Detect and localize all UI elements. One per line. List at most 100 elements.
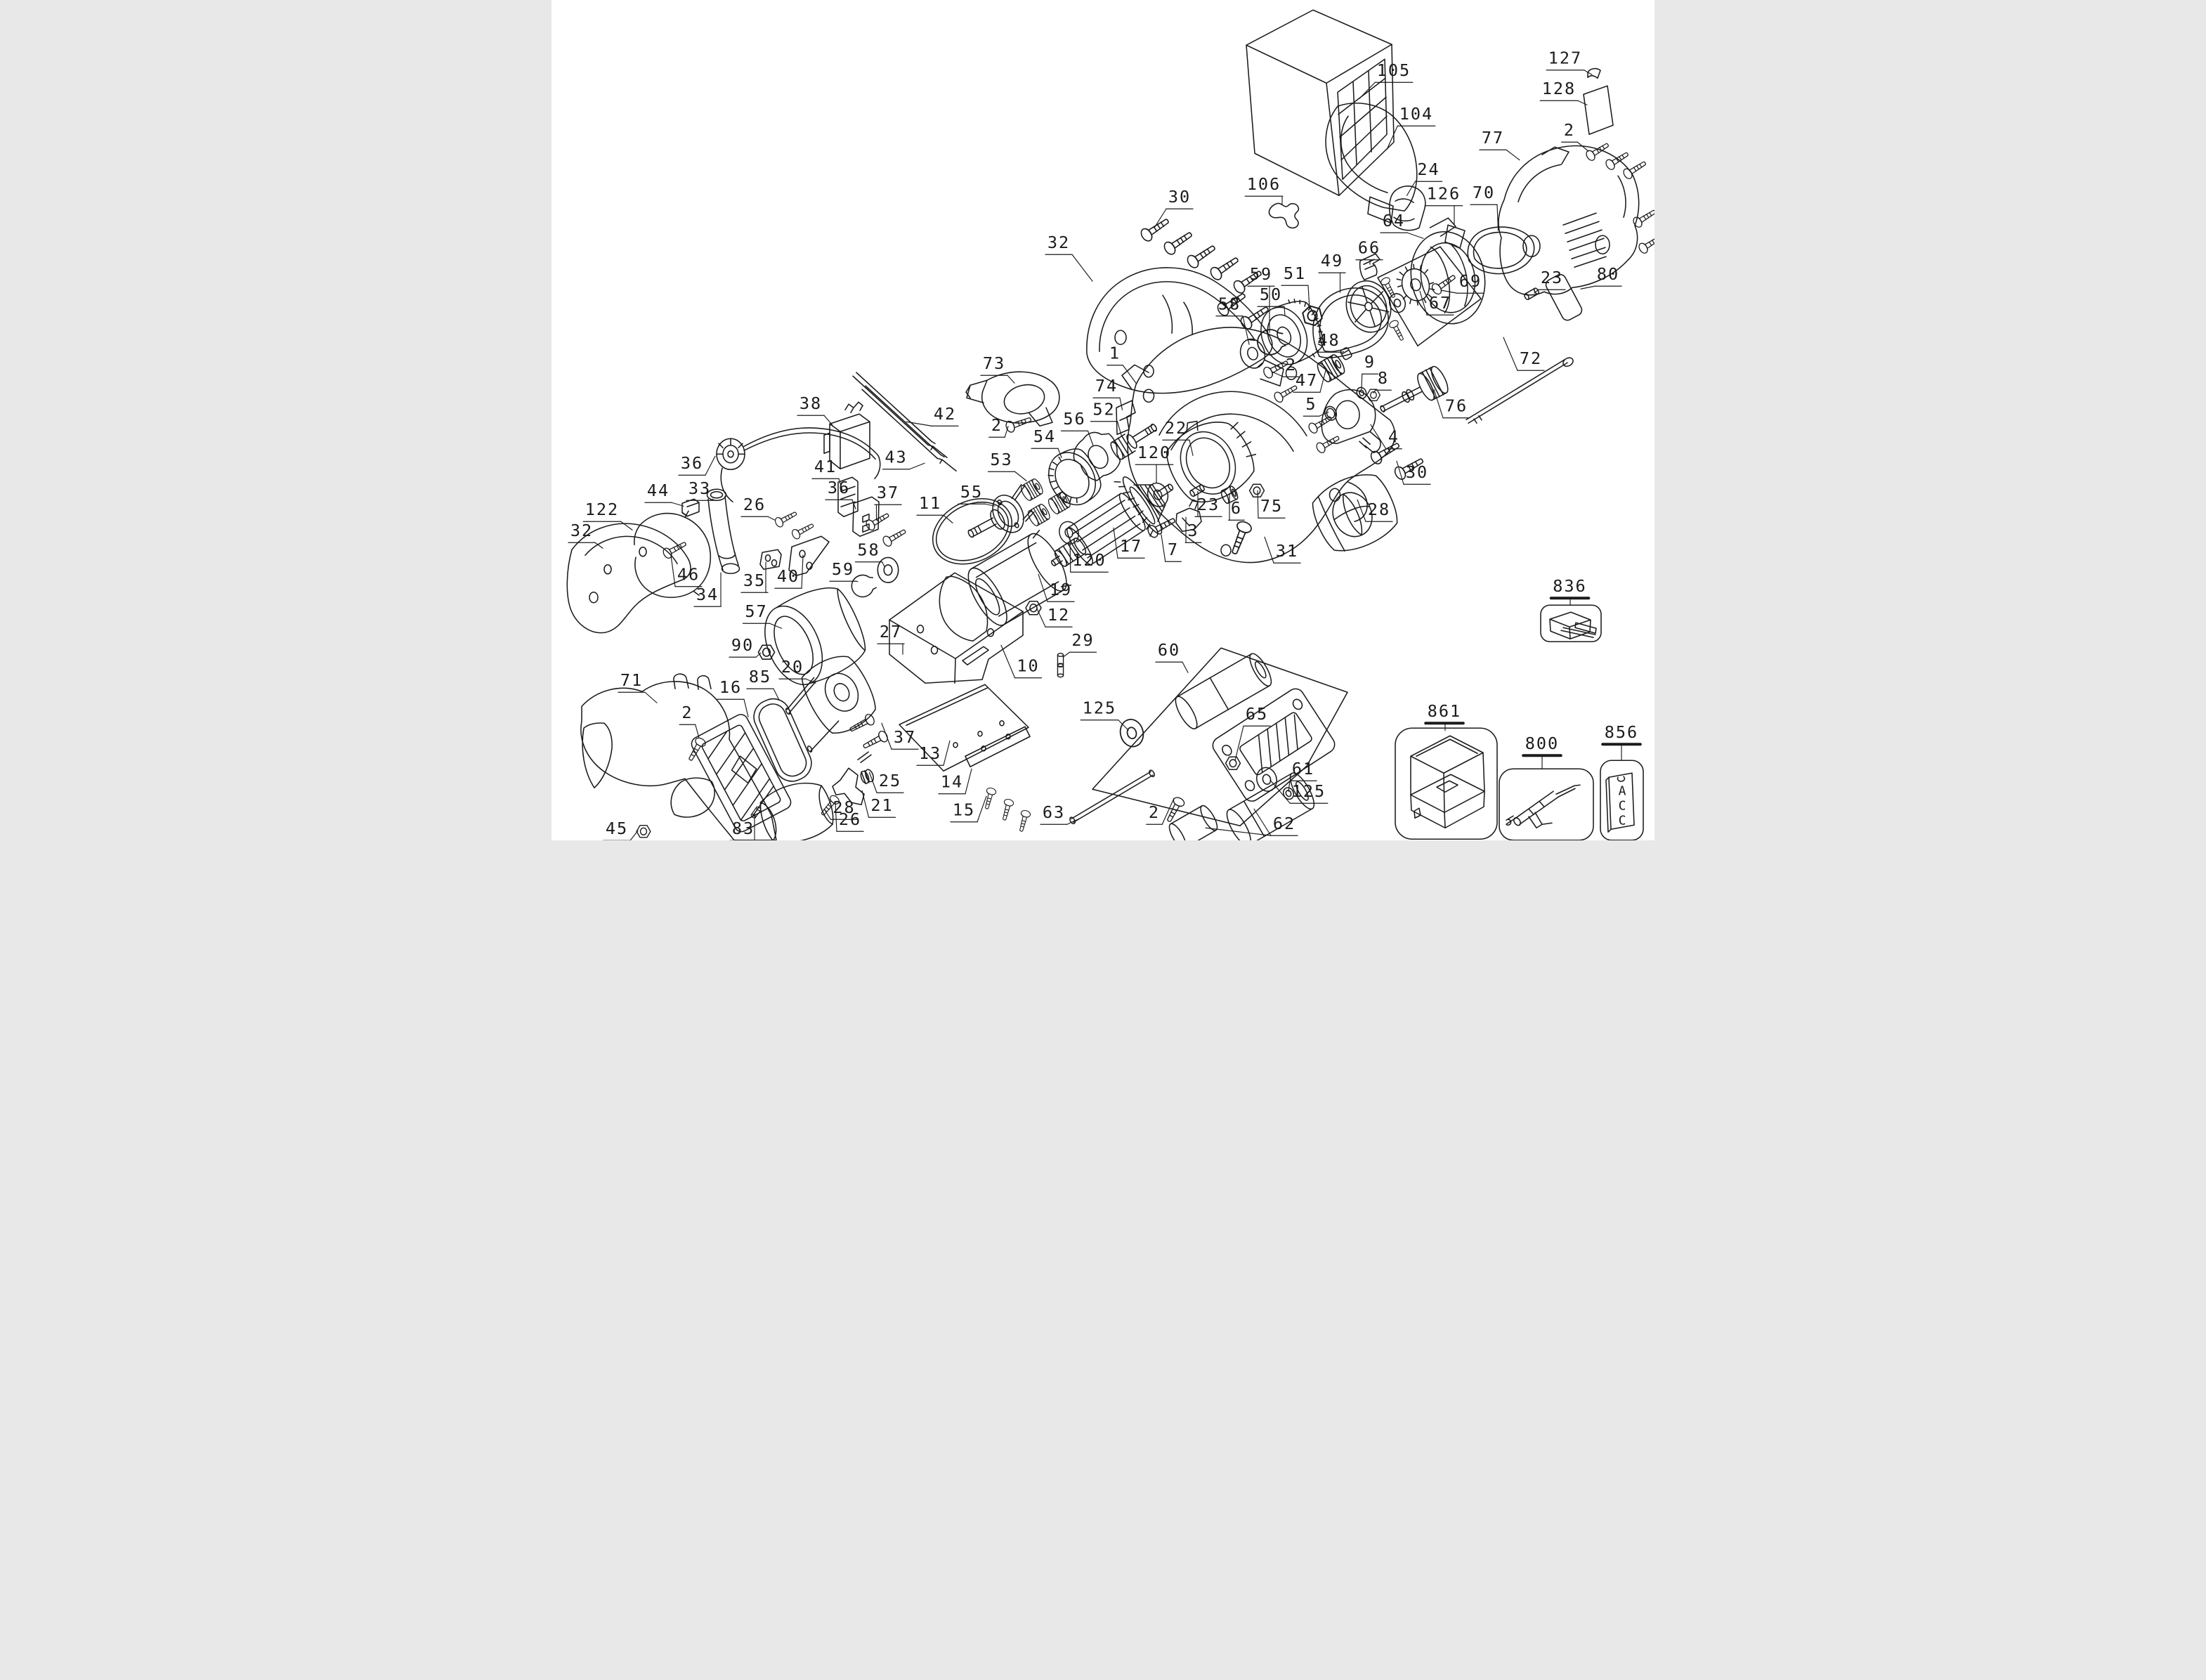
part-label-31: 31 (1264, 536, 1301, 564)
part-label-65: 65 (1234, 704, 1271, 761)
top-cover-32 (1086, 267, 1284, 394)
pin-23-right (1522, 287, 1541, 301)
svg-text:66: 66 (1358, 237, 1381, 257)
svg-text:62: 62 (1273, 814, 1295, 833)
exploded-view-canvas: ACC 105104127128277241267010630326466495… (566, 9, 1654, 840)
ring-gear-54 (1047, 448, 1102, 506)
svg-text:36: 36 (681, 453, 703, 473)
svg-text:23: 23 (1541, 268, 1563, 287)
washer-9 (1356, 386, 1367, 399)
part-label-44: 44 (644, 481, 684, 507)
part-label-856: 856 (1601, 722, 1642, 761)
svg-text:25: 25 (879, 771, 901, 790)
baffle-cup-22 (1166, 420, 1257, 503)
part-label-33: 33 (686, 478, 714, 501)
svg-text:105: 105 (1377, 60, 1411, 80)
svg-text:836: 836 (1553, 576, 1586, 596)
svg-text:73: 73 (983, 353, 1005, 373)
part-label-41: 41 (811, 457, 843, 491)
switch-38 (823, 401, 870, 470)
part-label-54: 54 (1031, 426, 1062, 458)
part-label-75: 75 (1257, 490, 1286, 519)
part-label-21: 21 (861, 790, 896, 818)
svg-text:10: 10 (1017, 656, 1039, 675)
svg-text:32: 32 (1047, 233, 1070, 252)
part-label-7: 7 (1161, 534, 1182, 562)
svg-text:19: 19 (1050, 580, 1072, 599)
svg-text:37: 37 (877, 483, 899, 502)
chip-tube-33-34 (706, 488, 740, 575)
svg-text:30: 30 (1168, 187, 1191, 207)
part-label-69: 69 (1441, 271, 1484, 294)
part-label-55: 55 (958, 482, 996, 507)
pinion-47 (1314, 352, 1347, 384)
part-label-46: 46 (670, 554, 703, 587)
svg-text:15: 15 (953, 800, 975, 819)
key-48 (1340, 347, 1352, 360)
svg-text:2: 2 (991, 415, 1003, 435)
link-plate-35 (759, 549, 782, 571)
screw-37-b (881, 526, 908, 549)
screw-2-tr-c (1621, 157, 1649, 181)
latch-clip-74 (1116, 400, 1136, 436)
part-label-122: 122 (582, 500, 633, 530)
svg-text:50: 50 (1260, 285, 1282, 304)
svg-text:104: 104 (1399, 104, 1433, 124)
part-label-20: 20 (778, 657, 816, 684)
svg-text:47: 47 (1295, 370, 1318, 390)
svg-text:52: 52 (1092, 399, 1115, 419)
svg-text:5: 5 (1305, 394, 1317, 414)
svg-text:69: 69 (1459, 271, 1482, 291)
part-label-8: 8 (1373, 368, 1392, 393)
long-screw-72 (1466, 357, 1574, 424)
wire-guard-122 (634, 510, 712, 598)
part-label-62: 62 (1205, 808, 1298, 836)
svg-text:59: 59 (832, 559, 854, 579)
part-label-23: 23 (1534, 268, 1566, 294)
part-label-127: 127 (1546, 48, 1593, 75)
armature-17 (1050, 476, 1174, 567)
part-label-4: 4 (1370, 424, 1402, 450)
part-label-67: 67 (1419, 290, 1454, 315)
brush-holder-41 (837, 476, 859, 518)
svg-text:125: 125 (1292, 781, 1326, 801)
svg-text:41: 41 (814, 457, 837, 476)
part-label-51: 51 (1281, 263, 1310, 310)
part-label-2: 2 (1146, 797, 1175, 825)
part-label-2: 2 (1272, 355, 1300, 377)
svg-text:76: 76 (1445, 396, 1468, 415)
svg-text:11: 11 (919, 493, 941, 513)
svg-text:3: 3 (1187, 521, 1199, 540)
part-label-105: 105 (1359, 60, 1414, 99)
svg-text:77: 77 (1482, 128, 1504, 148)
deflector-24 (1388, 185, 1426, 231)
part-label-56: 56 (1060, 409, 1094, 446)
svg-text:37: 37 (894, 727, 916, 747)
washer-58-left (877, 556, 899, 583)
adjust-rods-42-43 (852, 372, 957, 472)
svg-text:40: 40 (777, 566, 799, 586)
part-label-53: 53 (987, 450, 1027, 481)
svg-text:65: 65 (1246, 704, 1268, 724)
svg-text:20: 20 (781, 657, 804, 677)
clip-44 (681, 498, 700, 517)
nut-90 (757, 644, 776, 660)
planet-gear-53-c (1026, 502, 1052, 528)
part-label-66: 66 (1355, 237, 1383, 265)
svg-text:85: 85 (749, 667, 771, 686)
part-label-861: 861 (1424, 701, 1465, 731)
nut-51 (1299, 304, 1326, 328)
part-label-48: 48 (1314, 330, 1345, 353)
svg-text:72: 72 (1520, 349, 1542, 368)
part-label-45: 45 (603, 819, 639, 840)
svg-text:33: 33 (688, 478, 711, 498)
svg-text:2: 2 (1286, 355, 1297, 375)
part-label-43: 43 (882, 447, 925, 470)
svg-text:120: 120 (1137, 443, 1171, 462)
part-label-71: 71 (618, 670, 658, 703)
part-label-80: 80 (1580, 264, 1622, 289)
shoe-bracket-10 (889, 572, 1024, 684)
